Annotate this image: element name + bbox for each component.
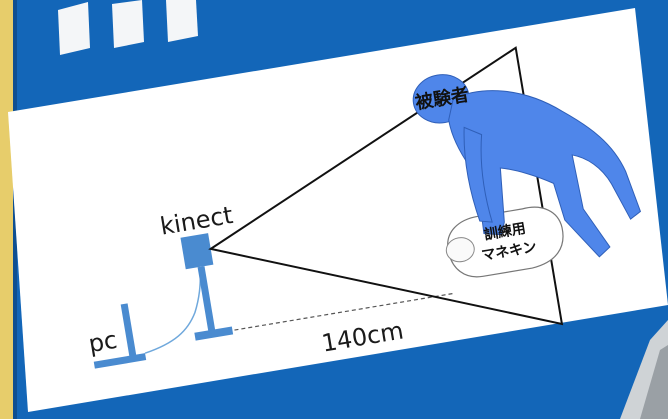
pc-icon [93, 303, 147, 369]
cable [144, 272, 202, 354]
mannequin-label-line1: 訓練用 [483, 220, 527, 244]
subject-figure [412, 74, 642, 258]
distance-line [234, 292, 456, 331]
kinect-view-cone [208, 46, 564, 326]
kinect-icon [180, 233, 234, 341]
bottom-right-object [620, 320, 668, 419]
left-yellow-strip [0, 0, 13, 419]
top-white-bars [58, 0, 198, 55]
mannequin-icon [445, 206, 564, 278]
pc-label: pc [86, 326, 119, 358]
